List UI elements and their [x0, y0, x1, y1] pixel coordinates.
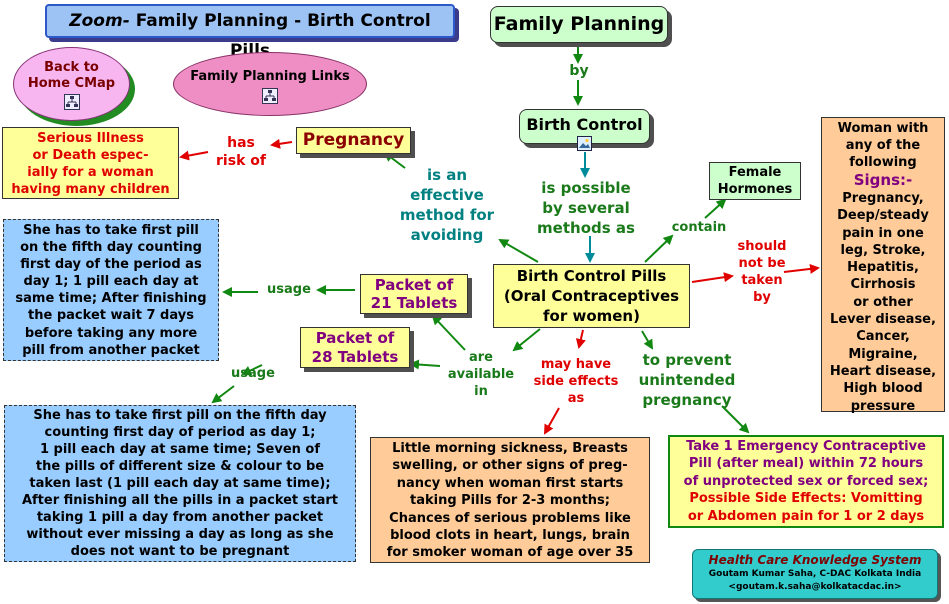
serious-illness-label: Serious Illness or Death espec- ially fo… [11, 131, 170, 197]
link-contain: contain [671, 220, 727, 235]
link-available-in: are available in [447, 350, 515, 399]
concept-usage-21[interactable]: She has to take first pill on the fifth … [3, 219, 219, 361]
family-links-label: Family Planning Links [190, 69, 350, 84]
credits-email[interactable]: <goutam.k.saha@kolkatacdac.in> [728, 582, 902, 592]
packet21-label: Packet of 21 Tablets [370, 276, 458, 312]
back-home-button[interactable]: Back to Home CMap [13, 47, 130, 121]
female-hormones-label: Female Hormones [717, 165, 793, 197]
concept-contraindication-signs[interactable]: Woman with any of the following Signs:- … [821, 117, 945, 414]
concept-packet-28[interactable]: Packet of 28 Tablets [300, 327, 410, 368]
concept-female-hormones[interactable]: Female Hormones [709, 162, 801, 200]
concept-emergency-pill[interactable]: Take 1 Emergency Contraceptive Pill (aft… [668, 435, 944, 528]
usage28-text: She has to take first pill on the fifth … [21, 408, 339, 559]
link-prevent: to prevent unintended pregnancy [638, 351, 736, 409]
emergency-text: Take 1 Emergency Contraceptive Pill (aft… [683, 439, 929, 489]
link-by: by [569, 63, 589, 79]
link-side-effects: may have side effects as [533, 357, 619, 406]
picture-icon[interactable] [577, 136, 592, 155]
back-home-label: Back to Home CMap [27, 60, 116, 91]
link-effective-method: is an effective method for avoiding [399, 166, 495, 244]
concept-map-icon[interactable] [262, 88, 278, 108]
concept-packet-21[interactable]: Packet of 21 Tablets [360, 274, 468, 314]
credits-author: Goutam Kumar Saha, C-DAC Kolkata India [708, 569, 922, 579]
family-planning-label: Family Planning [493, 13, 665, 35]
signs-list: Pregnancy, Deep/steady pain in one leg, … [829, 191, 937, 414]
link-usage-28: usage [231, 366, 275, 381]
page-title: Zoom- Family Planning - Birth Control Pi… [45, 4, 455, 61]
concept-map-icon[interactable] [63, 94, 80, 114]
concept-family-planning[interactable]: Family Planning [490, 6, 668, 43]
concept-birth-control[interactable]: Birth Control [519, 109, 650, 144]
birth-control-label: Birth Control [526, 115, 643, 134]
concept-birth-control-pills[interactable]: Birth Control Pills (Oral Contraceptives… [493, 264, 690, 328]
concept-pregnancy[interactable]: Pregnancy [296, 127, 411, 154]
emergency-side-effects: Possible Side Effects: Vomitting or Abdo… [687, 491, 925, 524]
link-is-possible: is possible by several methods as [537, 179, 635, 237]
packet28-label: Packet of 28 Tablets [311, 329, 399, 366]
link-should-not: should not be taken by [737, 239, 787, 305]
pills-label: Birth Control Pills (Oral Contraceptives… [503, 267, 680, 325]
concept-serious-illness[interactable]: Serious Illness or Death espec- ially fo… [2, 127, 179, 199]
side-effects-text: Little morning sickness, Breasts swellin… [386, 441, 634, 561]
concept-side-effects[interactable]: Little morning sickness, Breasts swellin… [370, 437, 650, 563]
link-usage-21: usage [267, 282, 311, 297]
signs-heading: Signs:- [853, 171, 913, 189]
family-planning-links-button[interactable]: Family Planning Links [173, 52, 367, 116]
title-zoom: Zoom- [69, 11, 130, 31]
signs-intro: Woman with any of the following [837, 121, 929, 170]
credits-system: Health Care Knowledge System [708, 553, 922, 567]
pregnancy-label: Pregnancy [302, 130, 405, 150]
credits-box: Health Care Knowledge System Goutam Kuma… [692, 549, 938, 599]
link-has-risk: has risk of [216, 135, 266, 169]
usage21-text: She has to take first pill on the fifth … [15, 223, 207, 358]
concept-usage-28[interactable]: She has to take first pill on the fifth … [4, 405, 356, 562]
